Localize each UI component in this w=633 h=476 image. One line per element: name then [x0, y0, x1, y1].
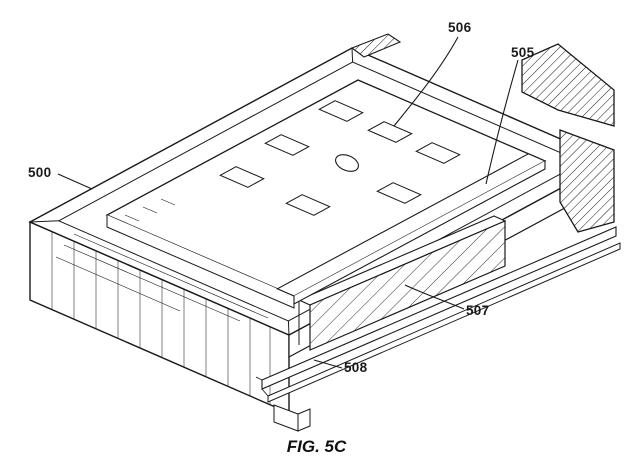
ref-label-506: 506 — [448, 20, 472, 35]
leader-line-506 — [393, 36, 459, 127]
inner-box — [297, 215, 507, 351]
ref-label-505: 505 — [511, 45, 535, 60]
ref-label-508: 508 — [344, 360, 368, 375]
leader-lines — [57, 36, 519, 369]
top-plate — [105, 79, 547, 309]
leader-line-500 — [57, 173, 93, 190]
ref-label-500: 500 — [28, 165, 52, 180]
plate-center-hole — [335, 154, 359, 172]
leader-line-505 — [485, 59, 519, 185]
bottom-rail — [255, 226, 621, 403]
ref-label-507: 507 — [466, 303, 490, 318]
back-corner-cross-section — [350, 33, 402, 58]
wall-shading-lines — [51, 231, 271, 405]
end-cap-cross-section — [521, 43, 615, 233]
plate-holes — [219, 100, 461, 216]
leader-line-507 — [404, 284, 465, 310]
leader-line-508 — [313, 359, 343, 369]
figure-caption: FIG. 5C — [286, 437, 347, 456]
tray-floor-lines — [55, 233, 269, 322]
